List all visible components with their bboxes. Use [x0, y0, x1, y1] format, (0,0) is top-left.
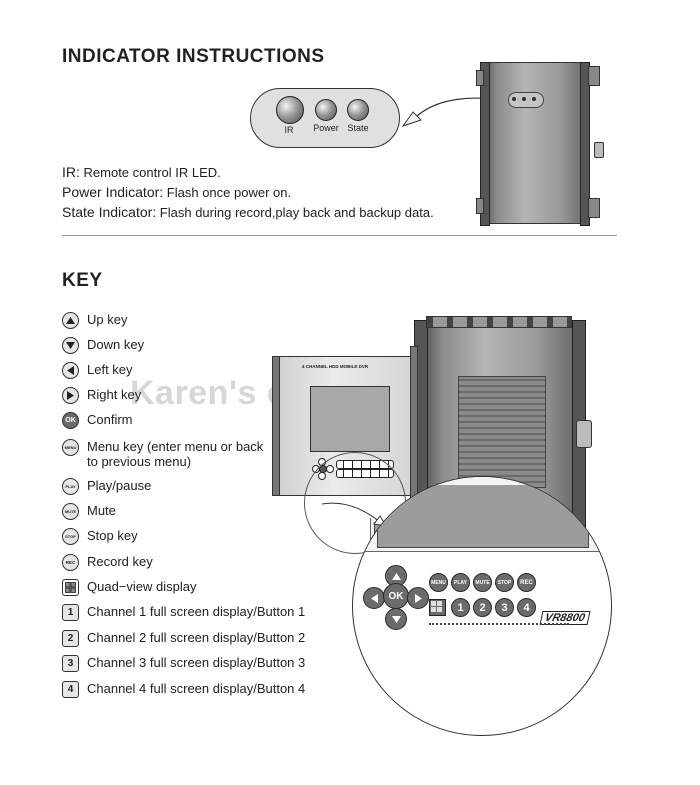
play-button[interactable]: PLAY	[451, 573, 470, 592]
section-divider	[62, 235, 617, 236]
key-item-label: Record key	[87, 554, 153, 569]
mute-icon: MUTE	[62, 503, 79, 520]
channel-4-button[interactable]: 4	[517, 598, 536, 617]
key-item-stop: STOP Stop key	[62, 528, 138, 548]
key-item-label: Channel 3 full screen display/Button 3	[87, 655, 306, 670]
key-item-right: Right key	[62, 387, 141, 407]
right-arrow-icon	[62, 387, 79, 404]
channel-3-button[interactable]: 3	[495, 598, 514, 617]
play-icon: PLAY	[62, 478, 79, 495]
channel-1-button[interactable]: 1	[451, 598, 470, 617]
key-item-down: Down key	[62, 337, 144, 357]
key-item-label: Left key	[87, 362, 133, 377]
key-section-title: KEY	[62, 270, 103, 291]
key-item-left: Left key	[62, 362, 133, 382]
key-lock-icon	[594, 142, 604, 158]
power-led-label: Power	[313, 123, 339, 133]
key-item-label: Channel 1 full screen display/Button 1	[87, 604, 306, 619]
key-item-label: Right key	[87, 387, 142, 402]
key-item-rec: REC Record key	[62, 554, 153, 574]
dvr-screen	[310, 386, 390, 452]
key-item-ch1: 1 Channel 1 full screen display/Button 1	[62, 604, 305, 624]
key-item-play: PLAY Play/pause	[62, 478, 151, 498]
key-item-label: Confirm	[87, 412, 133, 427]
channel-3-icon: 3	[62, 655, 79, 672]
indicator-item-label: State Indicator:	[62, 204, 157, 220]
key-item-label: Menu key (enter menu or back to previous…	[87, 439, 264, 469]
quad-view-icon	[62, 579, 79, 596]
key-item-label: Play/pause	[87, 478, 152, 493]
key-item-label: Down key	[87, 337, 145, 352]
channel-2-button[interactable]: 2	[473, 598, 492, 617]
indicator-section-title: INDICATOR INSTRUCTIONS	[62, 46, 325, 67]
key-item-ch2: 2 Channel 2 full screen display/Button 2	[62, 630, 305, 650]
stop-icon: STOP	[62, 528, 79, 545]
menu-button[interactable]: MENU	[429, 573, 448, 592]
indicator-item-text: Flash during record,play back and backup…	[159, 205, 434, 220]
indicator-item-text: Flash once power on.	[166, 185, 292, 200]
channel-4-icon: 4	[62, 681, 79, 698]
rec-icon: REC	[62, 554, 79, 571]
key-item-menu: MENU Menu key (enter menu or back to pre…	[62, 439, 263, 473]
key-item-quad: Quad−view display	[62, 579, 196, 599]
left-arrow-icon	[62, 362, 79, 379]
dpad-left-button[interactable]	[363, 587, 385, 609]
indicator-item-label: IR:	[62, 164, 80, 180]
ir-led	[276, 96, 304, 124]
dpad-right-button[interactable]	[407, 587, 429, 609]
state-led-label: State	[347, 123, 369, 133]
indicator-panel: IR Power State	[250, 88, 400, 148]
stop-button[interactable]: STOP	[495, 573, 514, 592]
dpad-down-button[interactable]	[385, 608, 407, 630]
key-item-label: Stop key	[87, 528, 138, 543]
indicator-item-power: Power Indicator: Flash once power on.	[62, 184, 291, 200]
channel-1-icon: 1	[62, 604, 79, 621]
dvr-front-label: 4 CHANNEL HDD MOBILE DVR	[302, 364, 369, 369]
key-item-ch3: 3 Channel 3 full screen display/Button 3	[62, 655, 305, 675]
key-item-label: Mute	[87, 503, 116, 518]
key-item-label: Channel 2 full screen display/Button 2	[87, 630, 306, 645]
key-lock-icon	[576, 420, 592, 448]
dvr-side-view	[476, 62, 604, 226]
down-arrow-icon	[62, 337, 79, 354]
dotted-rule	[429, 623, 569, 625]
channel-2-icon: 2	[62, 630, 79, 647]
keypad-zoom-view: OK MENU PLAY MUTE STOP REC 1 2 3 4 VR880…	[352, 476, 612, 736]
state-led	[347, 99, 369, 121]
ir-led-label: IR	[284, 125, 294, 135]
indicator-item-state: State Indicator: Flash during record,pla…	[62, 204, 434, 220]
key-item-ch4: 4 Channel 4 full screen display/Button 4	[62, 681, 305, 701]
key-item-label: Channel 4 full screen display/Button 4	[87, 681, 306, 696]
key-item-label: Up key	[87, 312, 128, 327]
dpad-ok-button[interactable]: OK	[383, 583, 409, 609]
indicator-item-ir: IR: Remote control IR LED.	[62, 164, 221, 180]
menu-icon: MENU	[62, 439, 79, 456]
power-led	[315, 99, 337, 121]
rec-button[interactable]: REC	[517, 573, 536, 592]
key-item-confirm: OK Confirm	[62, 412, 133, 432]
indicator-item-text: Remote control IR LED.	[83, 165, 221, 180]
key-item-mute: MUTE Mute	[62, 503, 116, 523]
key-item-label: Quad−view display	[87, 579, 197, 594]
key-item-up: Up key	[62, 312, 127, 332]
quad-view-button[interactable]	[429, 599, 446, 616]
mute-button[interactable]: MUTE	[473, 573, 492, 592]
ok-icon: OK	[62, 412, 79, 429]
indicator-item-label: Power Indicator:	[62, 184, 164, 200]
up-arrow-icon	[62, 312, 79, 329]
